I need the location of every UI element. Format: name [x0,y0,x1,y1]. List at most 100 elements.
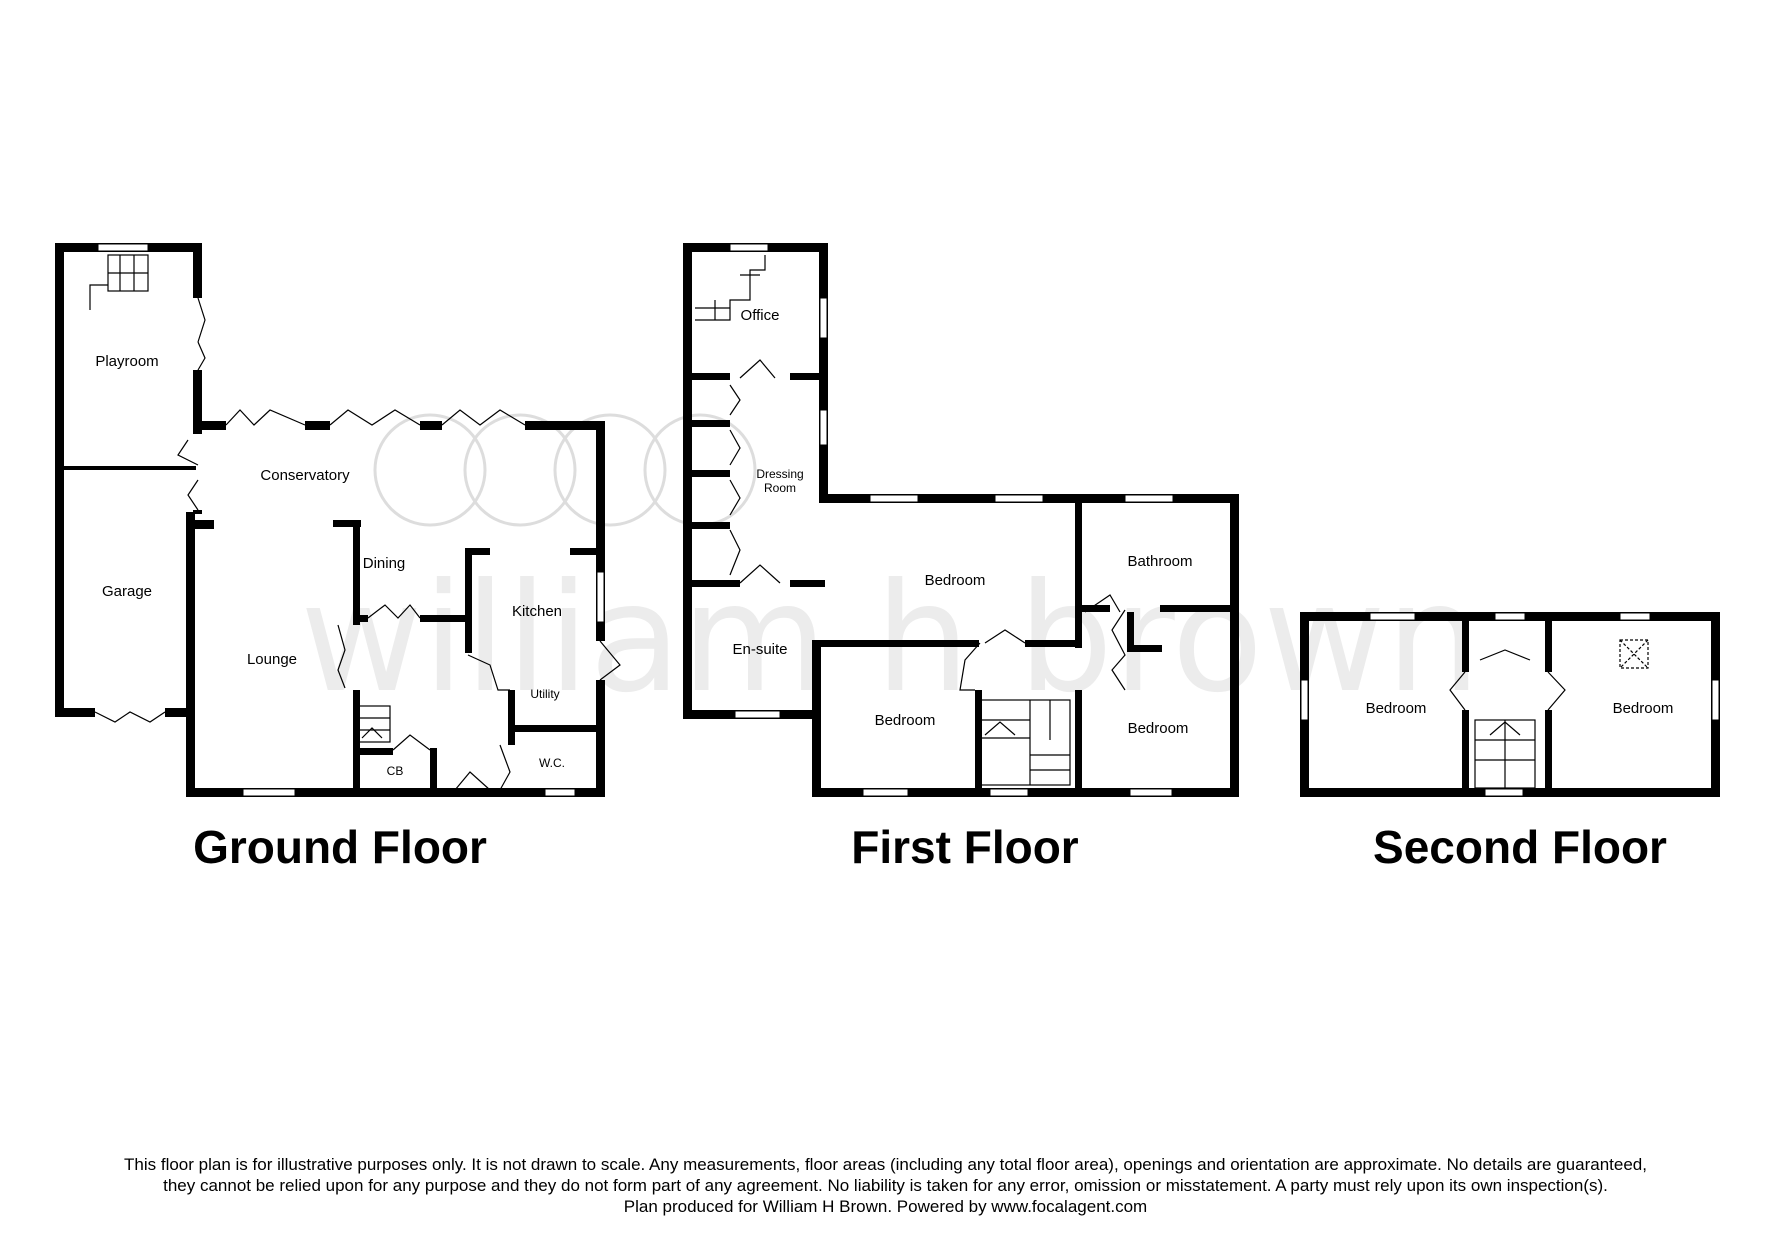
window [989,788,1029,797]
wall [55,708,95,717]
window [97,243,149,252]
floor-titles: Ground Floor First Floor Second Floor [193,821,1667,873]
wall [420,421,442,430]
room-label-bathroom: Bathroom [1127,553,1192,570]
watermark-text: william h brown [300,552,1481,726]
window [1369,612,1416,621]
room-label-bedroom: Bedroom [1128,720,1189,737]
window [819,409,828,446]
room-label-conservatory: Conservatory [260,467,350,484]
room-label-office: Office [741,307,780,324]
door [729,359,781,584]
window [1619,612,1651,621]
wall [305,421,330,430]
room-label-wc: W.C. [539,756,565,770]
wall [465,548,472,653]
floor-title-first: First Floor [851,821,1079,873]
wall [1127,645,1162,652]
room-label-en-suite: En-suite [732,641,787,658]
wall [1230,494,1239,797]
window [1300,679,1309,721]
wall [690,373,730,380]
wall [690,522,730,529]
wall [1075,503,1082,648]
stairs [1474,719,1536,789]
wall [193,510,202,514]
wall [353,615,368,622]
door [367,604,421,619]
room-label-garage: Garage [102,583,152,600]
second-floor-plan [1300,612,1720,797]
wall [420,615,465,622]
door [1449,649,1566,711]
wall [333,520,361,527]
ground-floor-plan [55,243,621,797]
window [596,571,605,623]
window [1484,788,1524,797]
window [862,788,909,797]
room-label-utility: Utility [530,687,559,701]
wall [1075,690,1082,790]
door [959,594,1126,691]
disclaimer-line: This floor plan is for illustrative purp… [124,1155,1647,1174]
stairs [89,254,149,310]
door [337,624,491,791]
window [1494,612,1526,621]
wall [1127,612,1134,652]
wall [430,748,437,790]
room-label-bedroom: Bedroom [1613,700,1674,717]
wall [690,580,740,587]
room-label-bedroom: Bedroom [925,572,986,589]
room-label-dressing-room: Room [764,481,796,495]
room-label-cb: CB [387,764,404,778]
room-labels: Playroom Conservatory Garage Dining Kitc… [95,307,1673,778]
wall [690,420,730,427]
wall [1462,710,1469,790]
stairs [695,255,766,321]
room-label-playroom: Playroom [95,353,158,370]
stairs [979,699,1071,786]
wall [596,421,605,641]
room-label-lounge: Lounge [247,651,297,668]
door [94,297,206,723]
floor-title-ground: Ground Floor [193,821,487,873]
wall [55,243,64,717]
wall [790,580,825,587]
window [869,494,919,503]
wall [186,520,195,797]
wall [193,243,202,298]
wall [60,466,196,470]
first-floor-plan [683,243,1239,797]
wall [353,520,360,625]
window [729,243,769,252]
window [544,788,576,797]
floor-title-second: Second Floor [1373,821,1667,873]
window [1129,788,1173,797]
stairs [355,705,391,743]
wall [508,725,600,732]
disclaimer-line: they cannot be relied upon for any purpo… [163,1176,1608,1195]
wall [186,520,214,529]
disclaimer: This floor plan is for illustrative purp… [30,1154,1741,1217]
window [242,788,296,797]
wall [525,421,605,430]
wall [353,748,393,755]
door [467,640,621,791]
room-label-kitchen: Kitchen [512,603,562,620]
window [1711,679,1720,721]
wall [1075,605,1110,612]
wall [683,243,692,719]
wall [465,548,490,555]
wall [186,788,605,797]
wall [790,373,825,380]
wall [1545,710,1552,790]
wall [812,640,821,797]
window [819,297,828,339]
wall [1462,612,1469,672]
window [994,494,1044,503]
wall [690,470,730,477]
room-label-dining: Dining [363,555,406,572]
wall [165,708,195,717]
room-label-bedroom: Bedroom [875,712,936,729]
